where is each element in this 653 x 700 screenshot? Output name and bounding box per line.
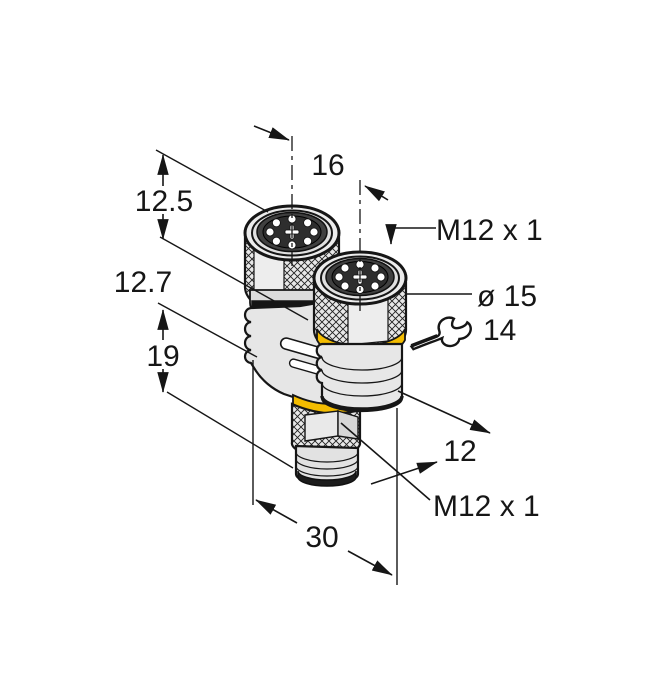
male-thread-crests (295, 451, 359, 477)
dimension-texts: 12.5 12.7 19 16 M12 x 1 ø 15 14 12 M12 x… (114, 149, 543, 554)
right-female-port (312, 250, 408, 413)
leader-thread-bottom (340, 422, 431, 501)
dim-30-arrow-right (347, 550, 393, 576)
wrench-icon (409, 316, 472, 351)
dim-30-label: 30 (305, 521, 338, 554)
centerlines (291, 136, 361, 315)
leader-thread-top (385, 224, 436, 245)
male-hex-face-front (304, 410, 339, 442)
right-barrel-bottom-rim (320, 395, 404, 411)
thread-bottom-label: M12 x 1 (433, 490, 540, 523)
ext-line-top (155, 149, 269, 213)
thread-top-label: M12 x 1 (436, 214, 543, 247)
dim-19-label: 19 (146, 340, 179, 373)
dim-16-label: 16 (311, 149, 344, 182)
dim-16-arrow-right (364, 185, 389, 202)
dimension-graphics (155, 125, 491, 585)
dim-30-arrow-left (255, 499, 298, 524)
right-barrel-ribs (321, 356, 403, 397)
dim-12-7-label: 12.7 (114, 266, 172, 299)
wrench-size-label: 14 (483, 314, 516, 347)
dim-12-5-label: 12.5 (135, 185, 193, 218)
male-connector (290, 393, 362, 487)
ext-line-2 (159, 236, 309, 321)
male-hex-face-right (337, 410, 359, 440)
dim-12-label: 12 (443, 435, 476, 468)
male-tip (297, 470, 357, 487)
dim-16-arrow-left (253, 125, 290, 141)
dim-12-lower (370, 461, 438, 485)
ext-line-4 (166, 391, 294, 469)
ext-line-3 (157, 302, 258, 358)
diameter-label: ø 15 (477, 280, 537, 313)
dim-12-upper (397, 390, 491, 434)
